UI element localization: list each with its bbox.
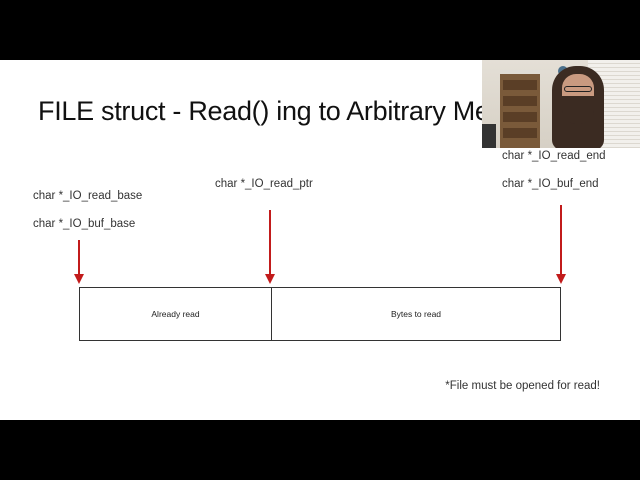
segment-bytes-to-read: Bytes to read: [272, 288, 560, 340]
buffer-divider: [271, 288, 272, 340]
label-read-end: char *_IO_read_end: [502, 150, 606, 162]
label-read-ptr: char *_IO_read_ptr: [215, 178, 313, 190]
footnote: *File must be opened for read!: [445, 380, 600, 392]
segment-bytes-to-read-label: Bytes to read: [390, 309, 442, 319]
chair-icon: [482, 124, 496, 148]
presentation-slide: FILE struct - Read() ing to Arbitrary Me…: [0, 60, 640, 420]
webcam-overlay: [482, 60, 640, 148]
segment-already-read: Already read: [80, 288, 271, 340]
label-buf-end: char *_IO_buf_end: [502, 178, 599, 190]
label-buf-base: char *_IO_buf_base: [33, 218, 136, 230]
presenter-beard: [562, 96, 594, 124]
buffer-box: Already read Bytes to read: [79, 287, 561, 341]
slide-title: FILE struct - Read() ing to Arbitrary Me…: [38, 96, 549, 126]
segment-already-read-label: Already read: [151, 309, 200, 319]
bookshelf-icon: [500, 74, 540, 148]
label-read-base: char *_IO_read_base: [33, 190, 143, 202]
glasses-icon: [564, 86, 592, 92]
